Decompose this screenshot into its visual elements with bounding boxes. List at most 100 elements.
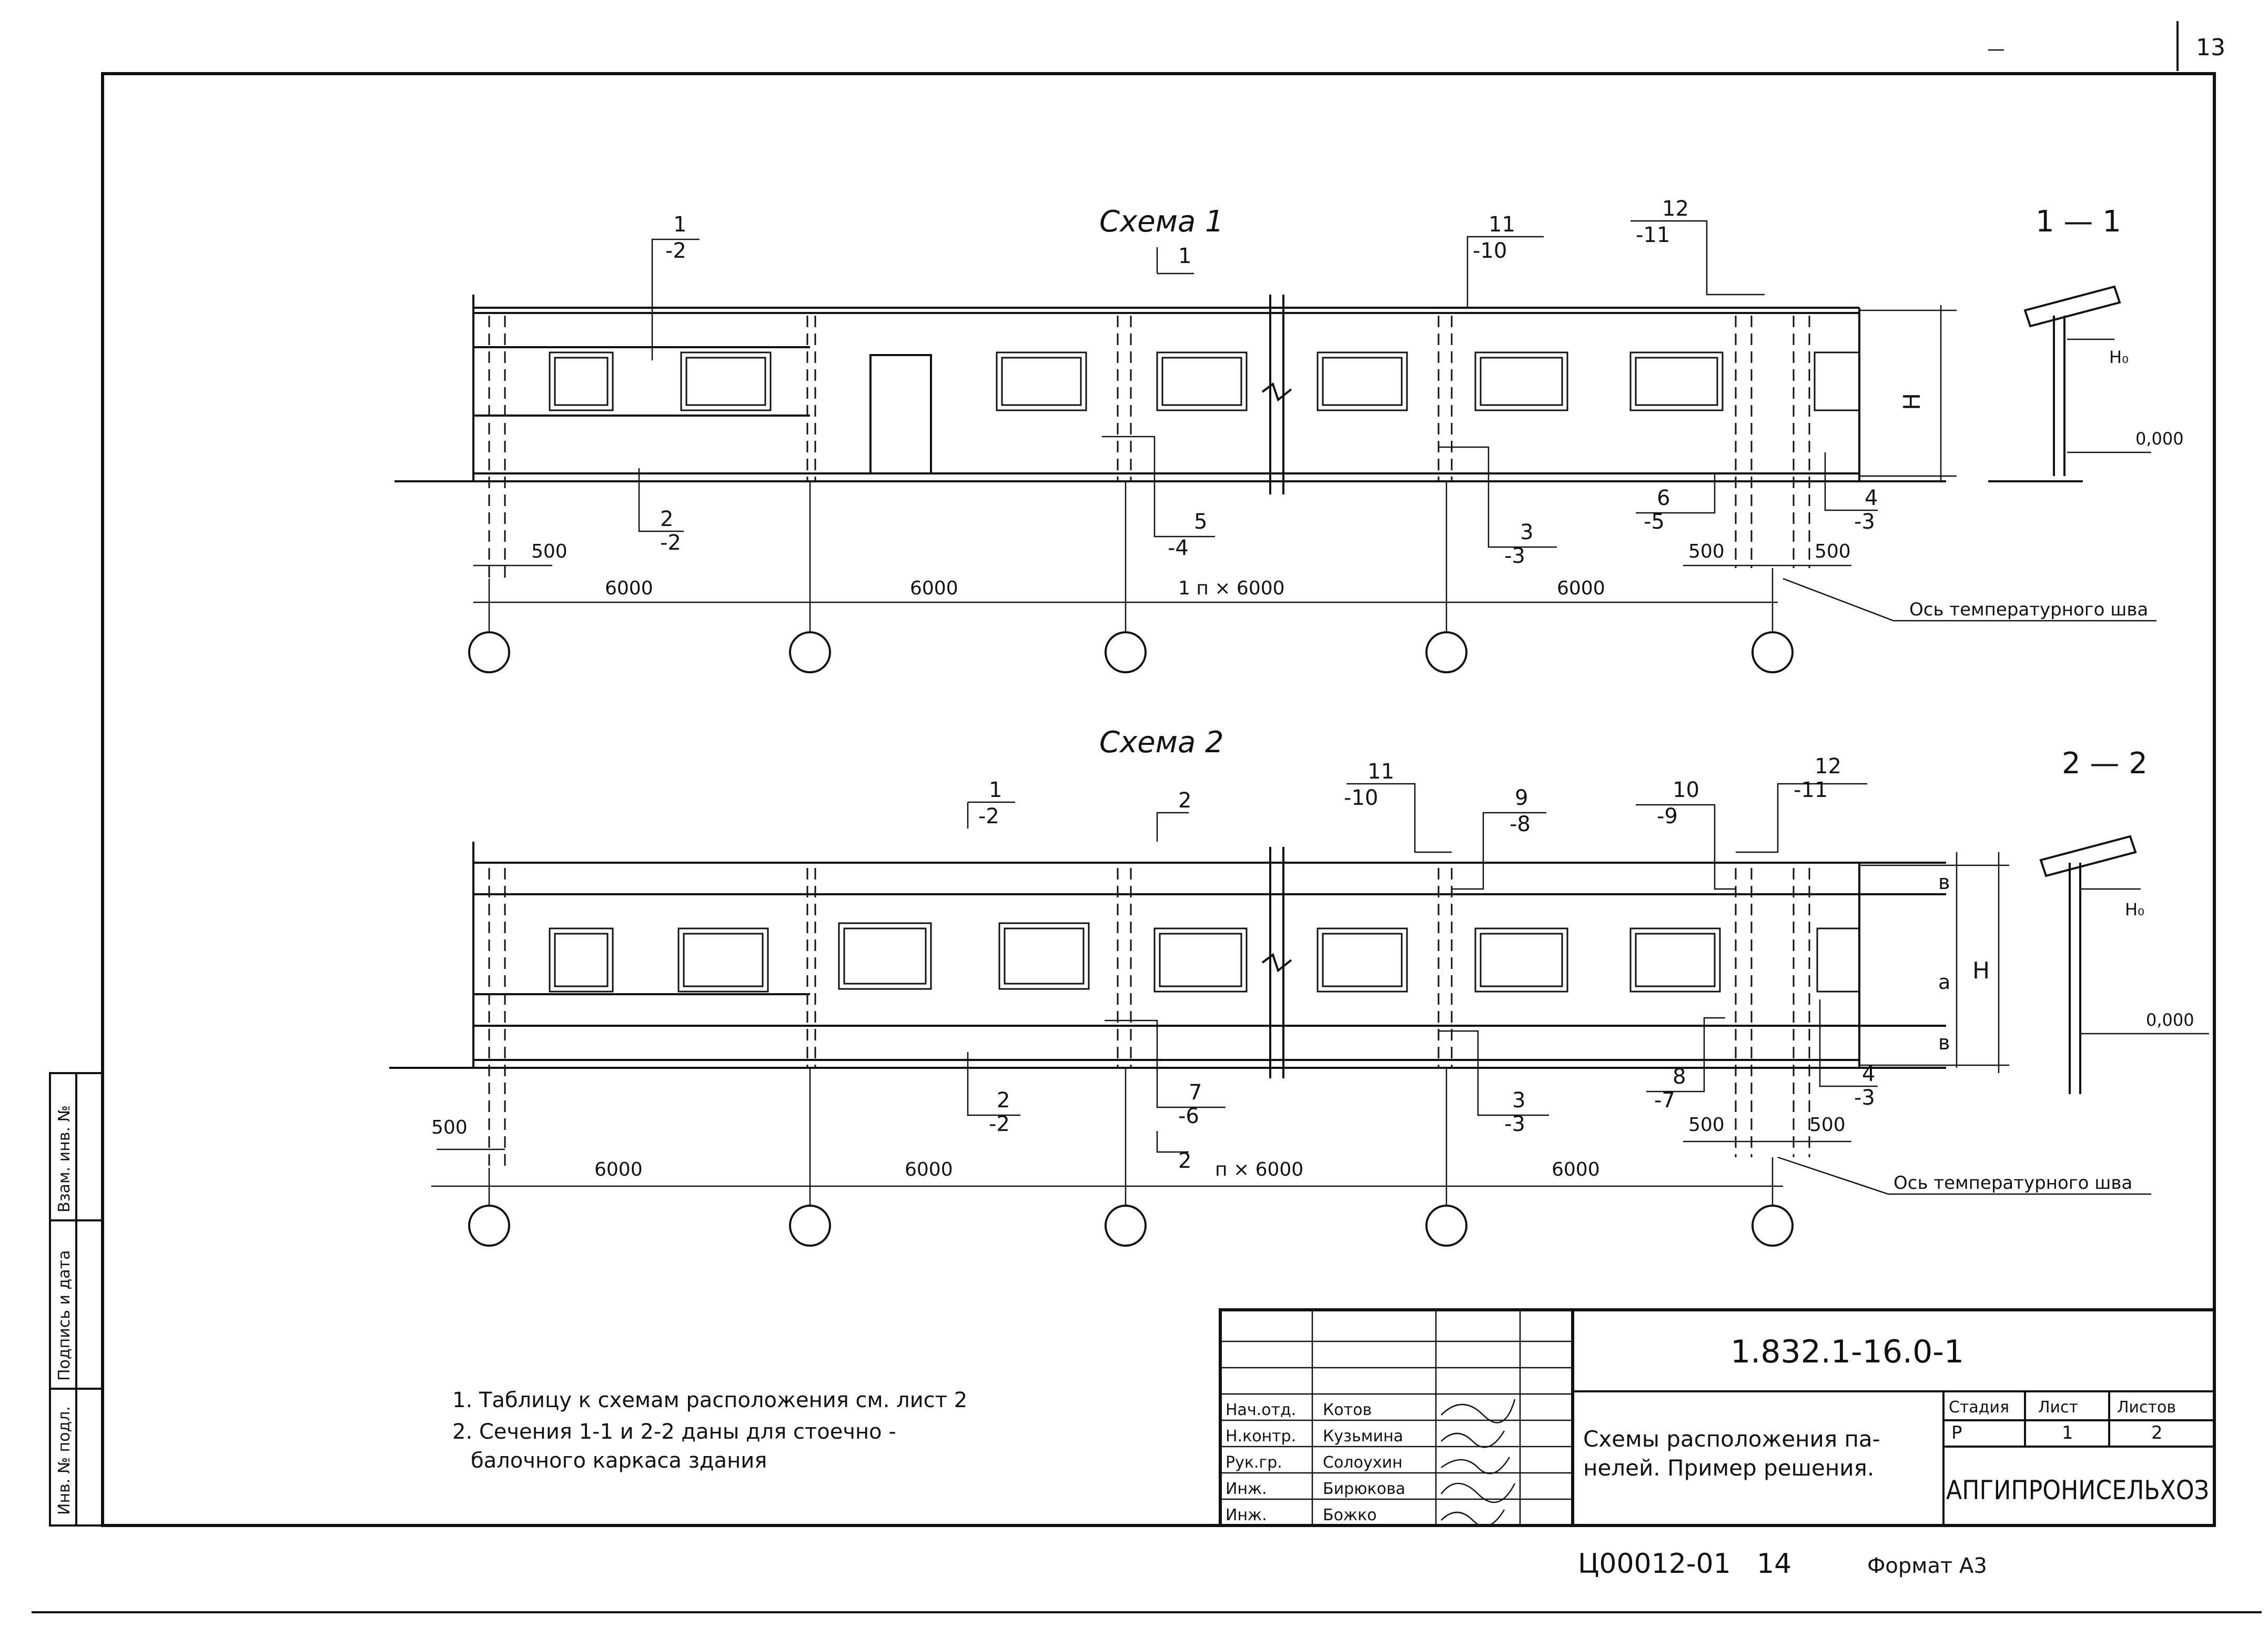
callout-12-bot: -11 — [1636, 223, 1670, 247]
side-stamp: Инв. № подл. Подпись и дата Взам. инв. № — [49, 1072, 104, 1527]
title-block — [1219, 1308, 2216, 1527]
section-1-1-detail — [1988, 285, 2151, 482]
sheet-header: Лист — [2038, 1398, 2078, 1417]
callout-7-top: 7 — [1189, 1080, 1202, 1105]
signature-4 — [1441, 1482, 1516, 1503]
h0-label: Н₀ — [2125, 900, 2144, 920]
section-mark-2b — [1156, 1131, 1189, 1153]
callout-2-top: 2 — [997, 1088, 1010, 1113]
axis-note-leader — [1777, 1156, 2151, 1195]
level-label: 0,000 — [2146, 1010, 2194, 1030]
callout-11-top: 11 — [1489, 213, 1515, 237]
callout-12-top: 12 — [1662, 197, 1689, 221]
callout-11-leader — [1425, 236, 1544, 309]
callout-2-leader — [967, 1052, 1020, 1116]
callout-2-leader — [638, 468, 684, 532]
stage-header: Стадия — [1949, 1398, 2009, 1417]
dim-6000a: 6000 — [605, 578, 653, 599]
dim-500b: 500 — [1688, 541, 1725, 562]
note-2b: балочного каркаса здания — [471, 1449, 767, 1473]
page-number: 13 — [2196, 34, 2225, 61]
callout-9-top: 9 — [1515, 786, 1528, 810]
callout-2-bot: -2 — [660, 531, 681, 555]
callout-2-top: 2 — [660, 507, 673, 531]
height-label: Н — [1972, 957, 1990, 984]
h0-label: Н₀ — [2109, 347, 2129, 367]
callout-6-bot: -5 — [1644, 510, 1665, 534]
footer-format: Формат А3 — [1867, 1554, 1987, 1578]
signature-1 — [1441, 1399, 1516, 1423]
dim-6000a: 6000 — [594, 1159, 643, 1180]
stamp-replacement: Взам. инв. № — [55, 1105, 74, 1212]
callout-12-top: 12 — [1815, 754, 1841, 779]
footer-code: Ц00012-01 — [1578, 1548, 1731, 1580]
role-3: Рук.гр. — [1226, 1453, 1282, 1472]
callout-2-bot: -2 — [989, 1112, 1010, 1136]
signatures: Нач.отд. Котов Н.контр. Кузьмина Рук.гр.… — [1226, 1399, 1516, 1527]
callout-12-leader — [1736, 783, 1867, 853]
callout-3-bot: -3 — [1504, 544, 1525, 568]
organization: АПГИПРОНИСЕЛЬХОЗ — [1946, 1475, 2209, 1505]
columns — [488, 868, 1810, 1168]
footer-number: 14 — [1757, 1548, 1791, 1580]
sheets-header: Листов — [2117, 1398, 2176, 1417]
level-label: 0,000 — [2135, 429, 2184, 449]
signature-2 — [1441, 1430, 1505, 1448]
callout-5-bot: -4 — [1168, 536, 1189, 560]
callout-3-leader — [1439, 1030, 1549, 1116]
axis-markers — [468, 1068, 1794, 1247]
callout-3-leader — [1439, 446, 1557, 548]
sheets-value: 2 — [2151, 1422, 2163, 1443]
callout-1-leader — [651, 238, 700, 360]
dim-a: а — [1938, 971, 1950, 994]
windows-row-2 — [549, 922, 1860, 993]
axis-note: Ось температурного шва — [1909, 599, 2148, 620]
callout-7-bot: -6 — [1178, 1104, 1199, 1128]
name-1: Котов — [1323, 1401, 1372, 1419]
section-2-2-detail — [2039, 835, 2209, 1094]
callout-3-bot: -3 — [1504, 1112, 1525, 1136]
scheme-1: Схема 1 — [394, 197, 2184, 673]
scheme-1-title: Схема 1 — [1099, 205, 1224, 239]
stage-value: Р — [1951, 1422, 1962, 1443]
dim-b-top: в — [1938, 871, 1950, 894]
section-mark-1-label: 1 — [1178, 244, 1191, 268]
role-5: Инж. — [1226, 1506, 1267, 1524]
break-zigzag — [1261, 953, 1292, 973]
signature-5 — [1441, 1509, 1505, 1527]
note-1: 1. Таблицу к схемам расположения см. лис… — [452, 1388, 967, 1412]
callout-1-leader — [967, 801, 1015, 828]
callout-1-top: 1 — [989, 778, 1002, 802]
scheme-2: Схема 2 — [389, 725, 2209, 1247]
callout-8-bot: -7 — [1654, 1088, 1675, 1113]
callout-11-leader — [1346, 783, 1452, 853]
callout-4-bot: -3 — [1854, 510, 1875, 534]
stamp-signature: Подпись и дата — [55, 1250, 74, 1381]
note-2a: 2. Сечения 1-1 и 2-2 даны для стоечно - — [452, 1420, 896, 1444]
callout-11-bot: -10 — [1473, 239, 1507, 263]
columns — [488, 316, 1810, 579]
callout-12-bot: -11 — [1794, 778, 1828, 802]
callout-5-top: 5 — [1194, 510, 1207, 534]
callout-7-leader — [1105, 1019, 1226, 1108]
dim-500a: 500 — [431, 1117, 468, 1138]
scheme-2-title: Схема 2 — [1099, 725, 1224, 760]
callout-9-bot: -8 — [1510, 812, 1531, 836]
desc-line-1: Схемы расположения па- — [1583, 1426, 1880, 1452]
section-mark-2b-label: 2 — [1178, 1149, 1191, 1173]
dim-6000b: 6000 — [905, 1159, 953, 1180]
door — [869, 354, 932, 474]
callout-4-top: 4 — [1862, 1062, 1875, 1086]
role-2: Н.контр. — [1226, 1427, 1296, 1446]
dim-500b: 500 — [1688, 1114, 1725, 1136]
dim-500c: 500 — [1809, 1114, 1846, 1136]
callout-4-top: 4 — [1865, 486, 1878, 510]
callout-8-top: 8 — [1673, 1065, 1686, 1089]
callout-4-bot: -3 — [1854, 1086, 1875, 1110]
callout-4-leader — [1824, 452, 1878, 511]
sheet-frame — [101, 72, 2216, 1527]
sheet-value: 1 — [2062, 1422, 2073, 1443]
callout-11-bot: -10 — [1344, 786, 1378, 810]
stamp-inv-no: Инв. № подл. — [55, 1406, 74, 1515]
